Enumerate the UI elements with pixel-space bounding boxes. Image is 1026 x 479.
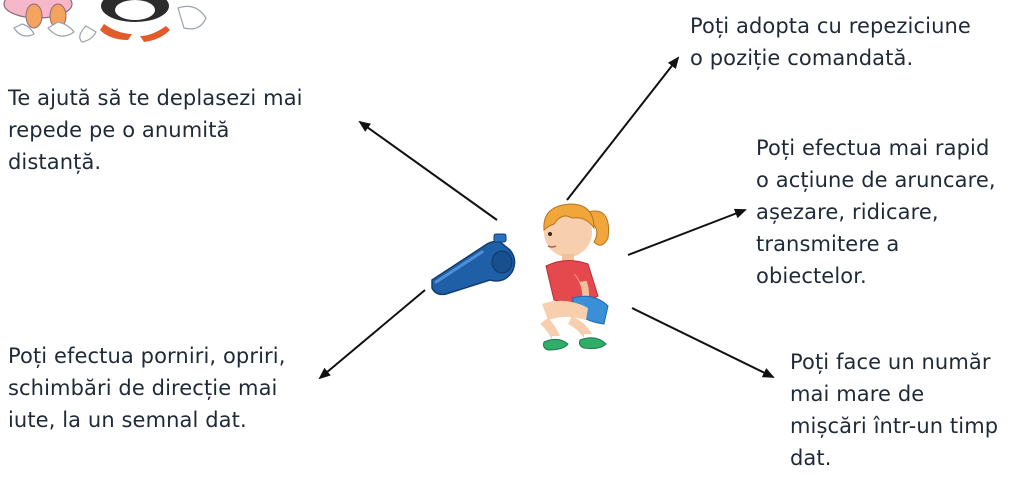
note-bottom-right: Poți face un număr mai mare de mișcări î… (790, 350, 999, 470)
arrow-bottom-left (318, 289, 426, 380)
note-top-right: Poți adopta cu repeziciune o poziție com… (690, 14, 971, 70)
arrow-top-left (358, 120, 498, 221)
crouching-girl-illustration (540, 203, 610, 351)
arrow-middle-right (627, 208, 747, 256)
note-bottom-left: Poți efectua porniri, opriri, schimbări … (8, 344, 286, 432)
arrow-top-right (566, 56, 680, 201)
whistle-icon (431, 233, 516, 296)
arrow-bottom-right (631, 307, 775, 378)
note-middle-right: Poți efectua mai rapid o acțiune de arun… (756, 136, 996, 288)
cartoon-mascots-illustration (3, 0, 207, 43)
note-top-left: Te ajută să te deplasezi mai repede pe o… (8, 86, 303, 174)
